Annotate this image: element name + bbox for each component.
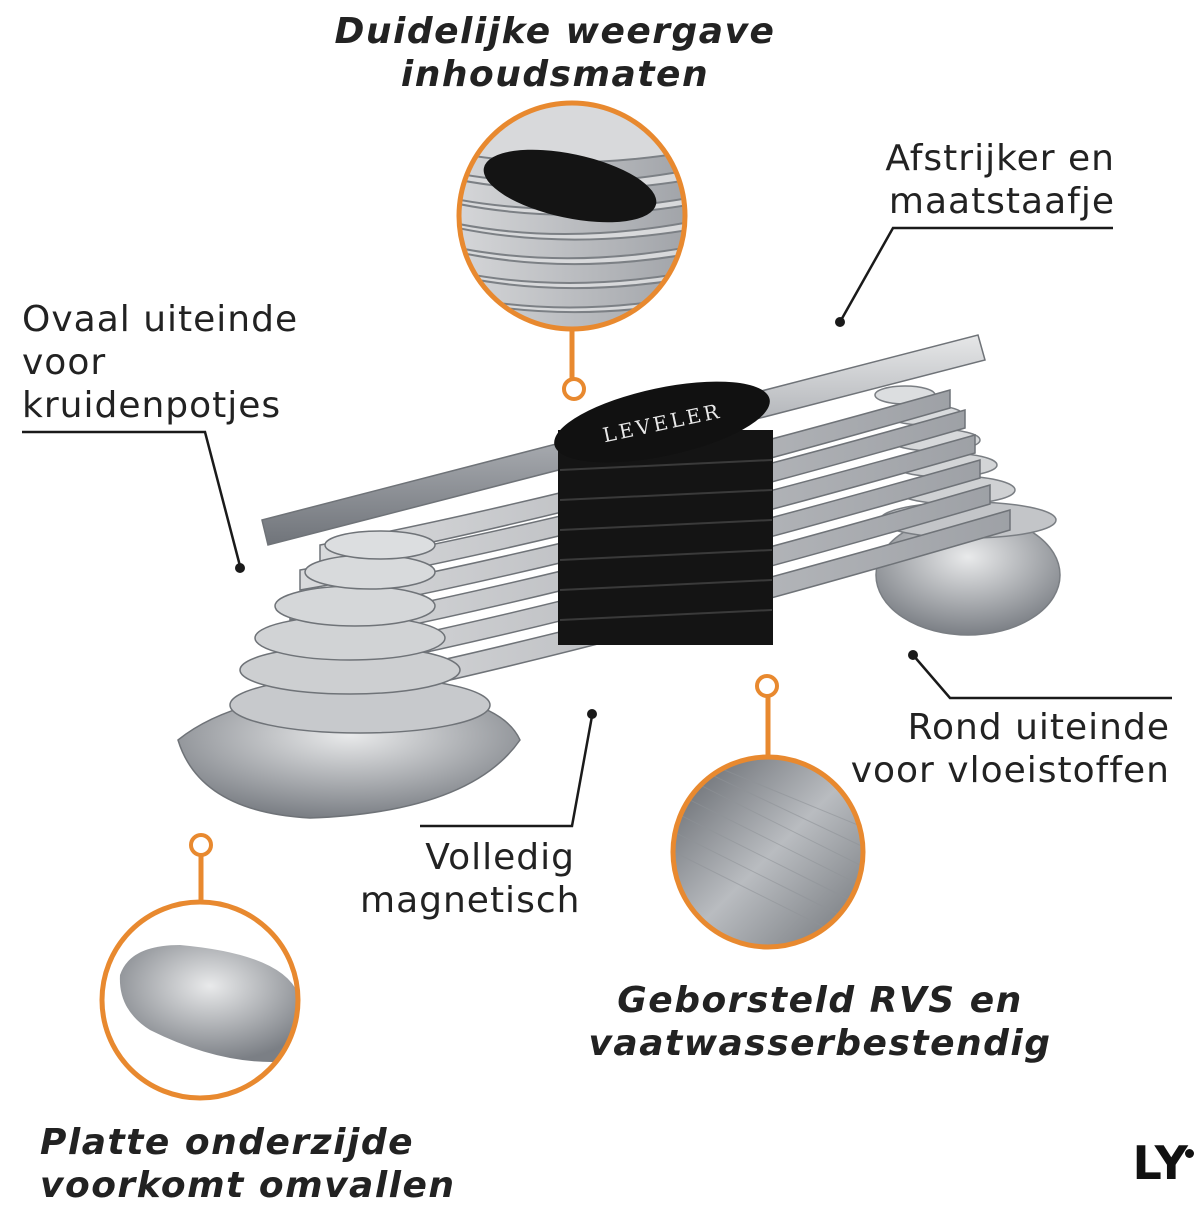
callout-brushed-steel: Geborsteld RVS en vaatwasserbestendig <box>585 979 1055 1065</box>
callout-line: voor <box>22 342 107 383</box>
leader-lines <box>22 226 1172 828</box>
callout-clear-measurements: Duidelijke weergave inhoudsmaten <box>300 10 810 96</box>
callout-round-end: Rond uiteinde voor vloeistoffen <box>850 706 1170 792</box>
callout-line: Ovaal uiteinde <box>22 299 299 340</box>
callout-line: Platte onderzijde <box>40 1122 415 1163</box>
callout-line: Volledig <box>425 837 575 878</box>
label-detail-zoom <box>456 100 688 332</box>
spoon-set-image: LEVELER <box>177 334 1061 819</box>
callout-line: Afstrijker en <box>885 138 1115 179</box>
callout-leveler: Afstrijker en maatstaafje <box>860 137 1115 223</box>
callout-line: Geborsteld RVS en <box>617 980 1023 1021</box>
callout-line: Rond uiteinde <box>907 707 1170 748</box>
callout-oval-end: Ovaal uiteinde voor kruidenpotjes <box>22 298 298 427</box>
callout-line: maatstaafje <box>888 181 1115 222</box>
brushed-steel-zoom <box>670 754 866 950</box>
callout-line: vaatwasserbestendig <box>588 1023 1052 1064</box>
callout-line: voorkomt omvallen <box>40 1165 456 1206</box>
callout-flat-bottom: Platte onderzijde voorkomt omvallen <box>40 1121 456 1207</box>
callout-line: magnetisch <box>360 880 581 921</box>
callout-magnetic: Volledig magnetisch <box>360 836 581 922</box>
callout-line: inhoudsmaten <box>400 54 710 95</box>
callout-line: Duidelijke weergave <box>334 11 776 52</box>
logo-dot <box>1185 1149 1194 1158</box>
callout-line: voor vloeistoffen <box>850 750 1170 791</box>
brand-logo: LY <box>1132 1136 1188 1190</box>
spoon-bottom-zoom <box>99 899 301 1101</box>
callout-line: kruidenpotjes <box>22 385 282 426</box>
